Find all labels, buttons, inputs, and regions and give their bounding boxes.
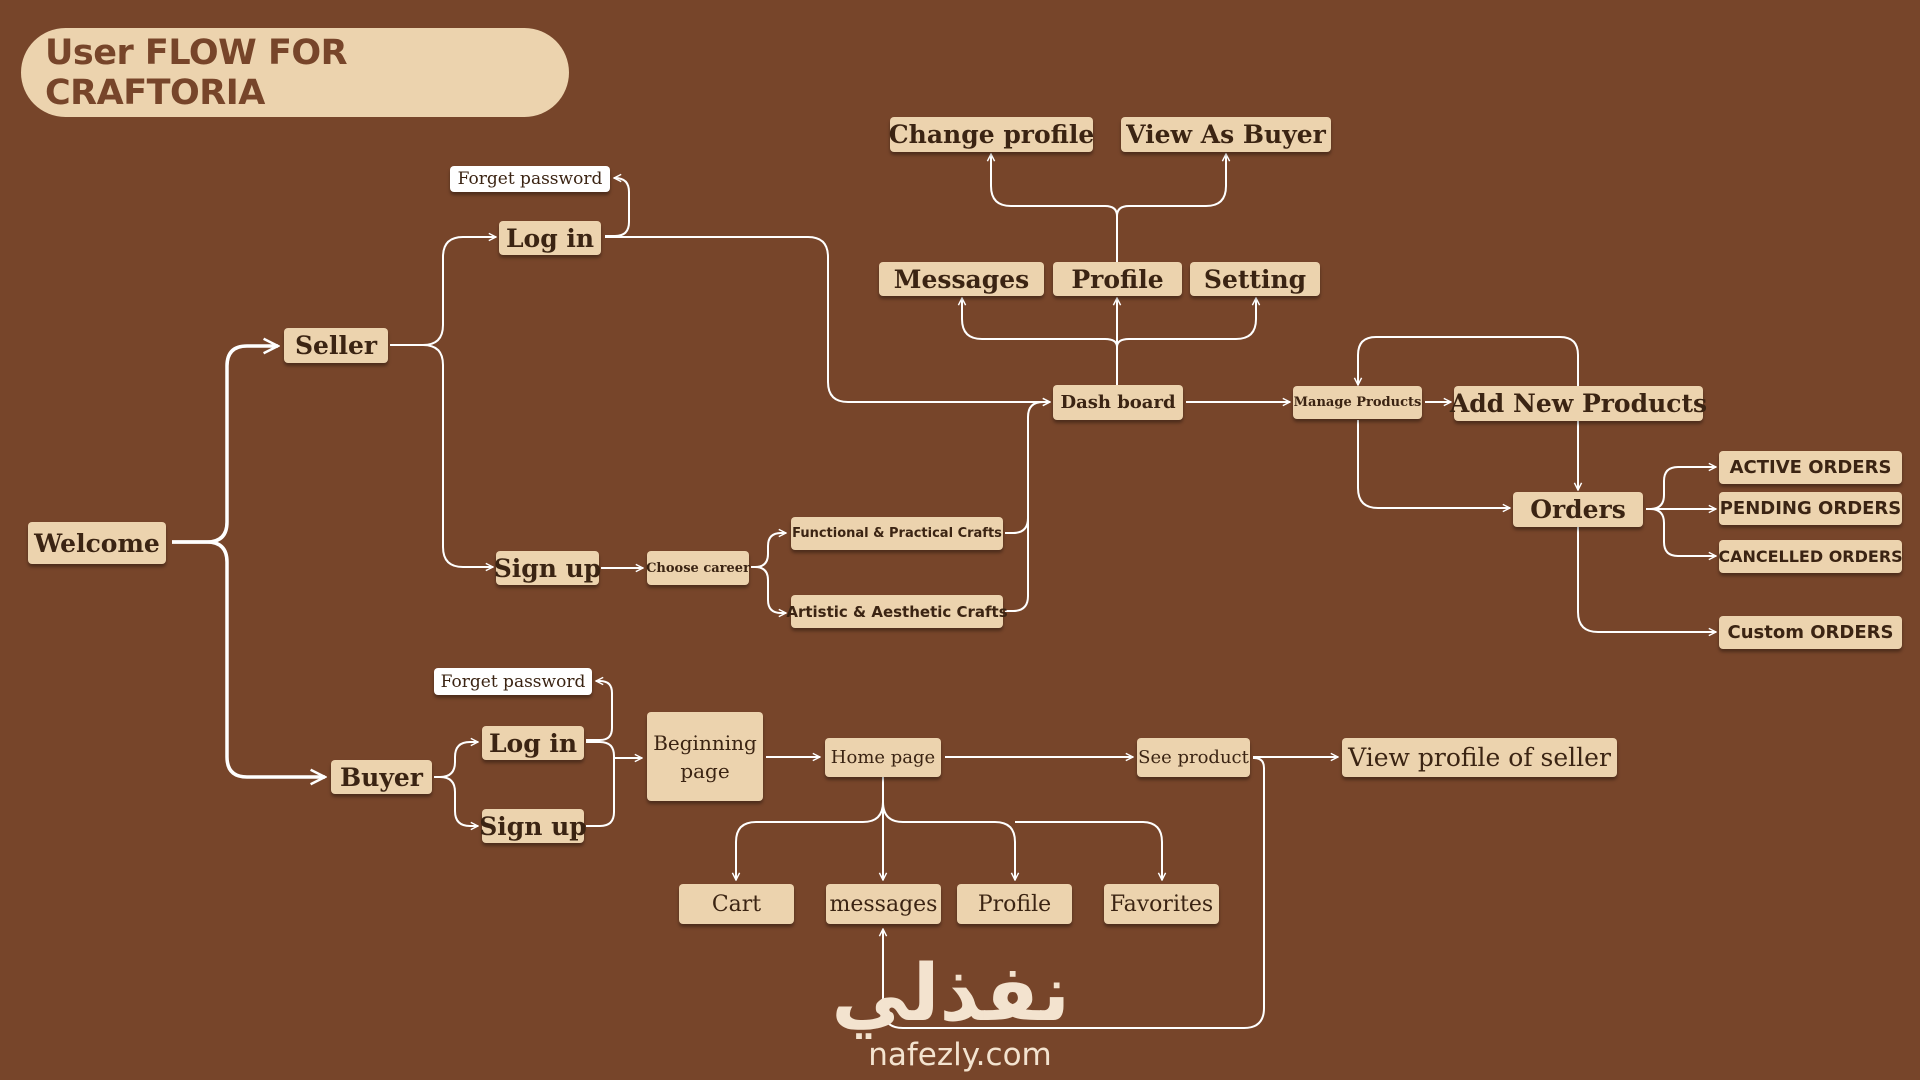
change-profile-node: Change profile — [889, 117, 1094, 152]
artistic-crafts-node: Artistic & Aesthetic Crafts — [786, 595, 1008, 628]
watermark-arabic: نفذلي — [831, 949, 1070, 1039]
seller-signup-node: Sign up — [494, 551, 601, 585]
view-profile-of-seller-node: View profile of seller — [1342, 738, 1617, 777]
pending-orders-node: PENDING ORDERS — [1719, 492, 1902, 525]
seller-node: Seller — [284, 328, 388, 363]
functional-crafts-node: Functional & Practical Crafts — [791, 517, 1003, 550]
manage-products-node: Manage Products — [1293, 386, 1422, 419]
cart-node: Cart — [679, 884, 794, 924]
buyer-messages-node: messages — [826, 884, 941, 924]
profile-node: Profile — [1053, 262, 1182, 296]
buyer-login-node: Log in — [482, 726, 584, 760]
custom-orders-node: Custom ORDERS — [1719, 616, 1902, 649]
buyer-profile-node: Profile — [957, 884, 1072, 924]
cancelled-orders-node: CANCELLED ORDERS — [1718, 540, 1903, 573]
buyer-forget-password-node: Forget password — [434, 668, 592, 695]
see-product-node: See product — [1137, 738, 1250, 777]
seller-login-node: Log in — [499, 221, 601, 255]
seller-forget-password-node: Forget password — [450, 166, 610, 192]
welcome-node: Welcome — [28, 522, 166, 564]
choose-career-node: Choose career — [646, 551, 750, 585]
buyer-signup-node: Sign up — [479, 809, 587, 843]
orders-node: Orders — [1513, 492, 1643, 527]
favorites-node: Favorites — [1104, 884, 1219, 924]
view-as-buyer-node: View As Buyer — [1121, 117, 1331, 152]
active-orders-node: ACTIVE ORDERS — [1719, 451, 1902, 484]
buyer-node: Buyer — [331, 760, 432, 794]
page-title: User FLOW FOR CRAFTORIA — [21, 28, 569, 117]
add-new-products-node: Add New Products — [1450, 386, 1707, 421]
setting-node: Setting — [1190, 262, 1320, 296]
dashboard-node: Dash board — [1053, 385, 1183, 420]
beginning-page-node: Beginning page — [647, 712, 763, 801]
watermark-url: nafezly.com — [868, 1037, 1052, 1073]
home-page-node: Home page — [825, 738, 941, 777]
messages-node: Messages — [879, 262, 1044, 296]
